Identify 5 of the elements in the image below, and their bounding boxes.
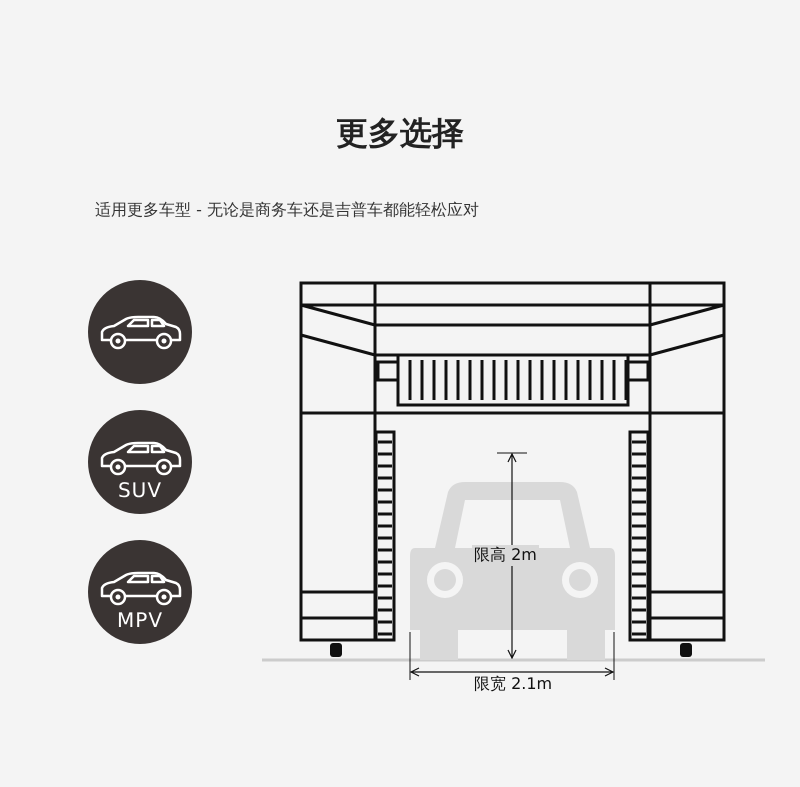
vehicle-type-label: SUV [116,478,163,502]
dimension-label: 限高 2m [472,545,539,566]
title: 更多选择 [335,113,465,154]
vehicle-type-label: MPV [116,608,164,632]
subtitle: 适用更多车型 - 无论是商务车还是吉普车都能轻松应对 [95,200,479,221]
